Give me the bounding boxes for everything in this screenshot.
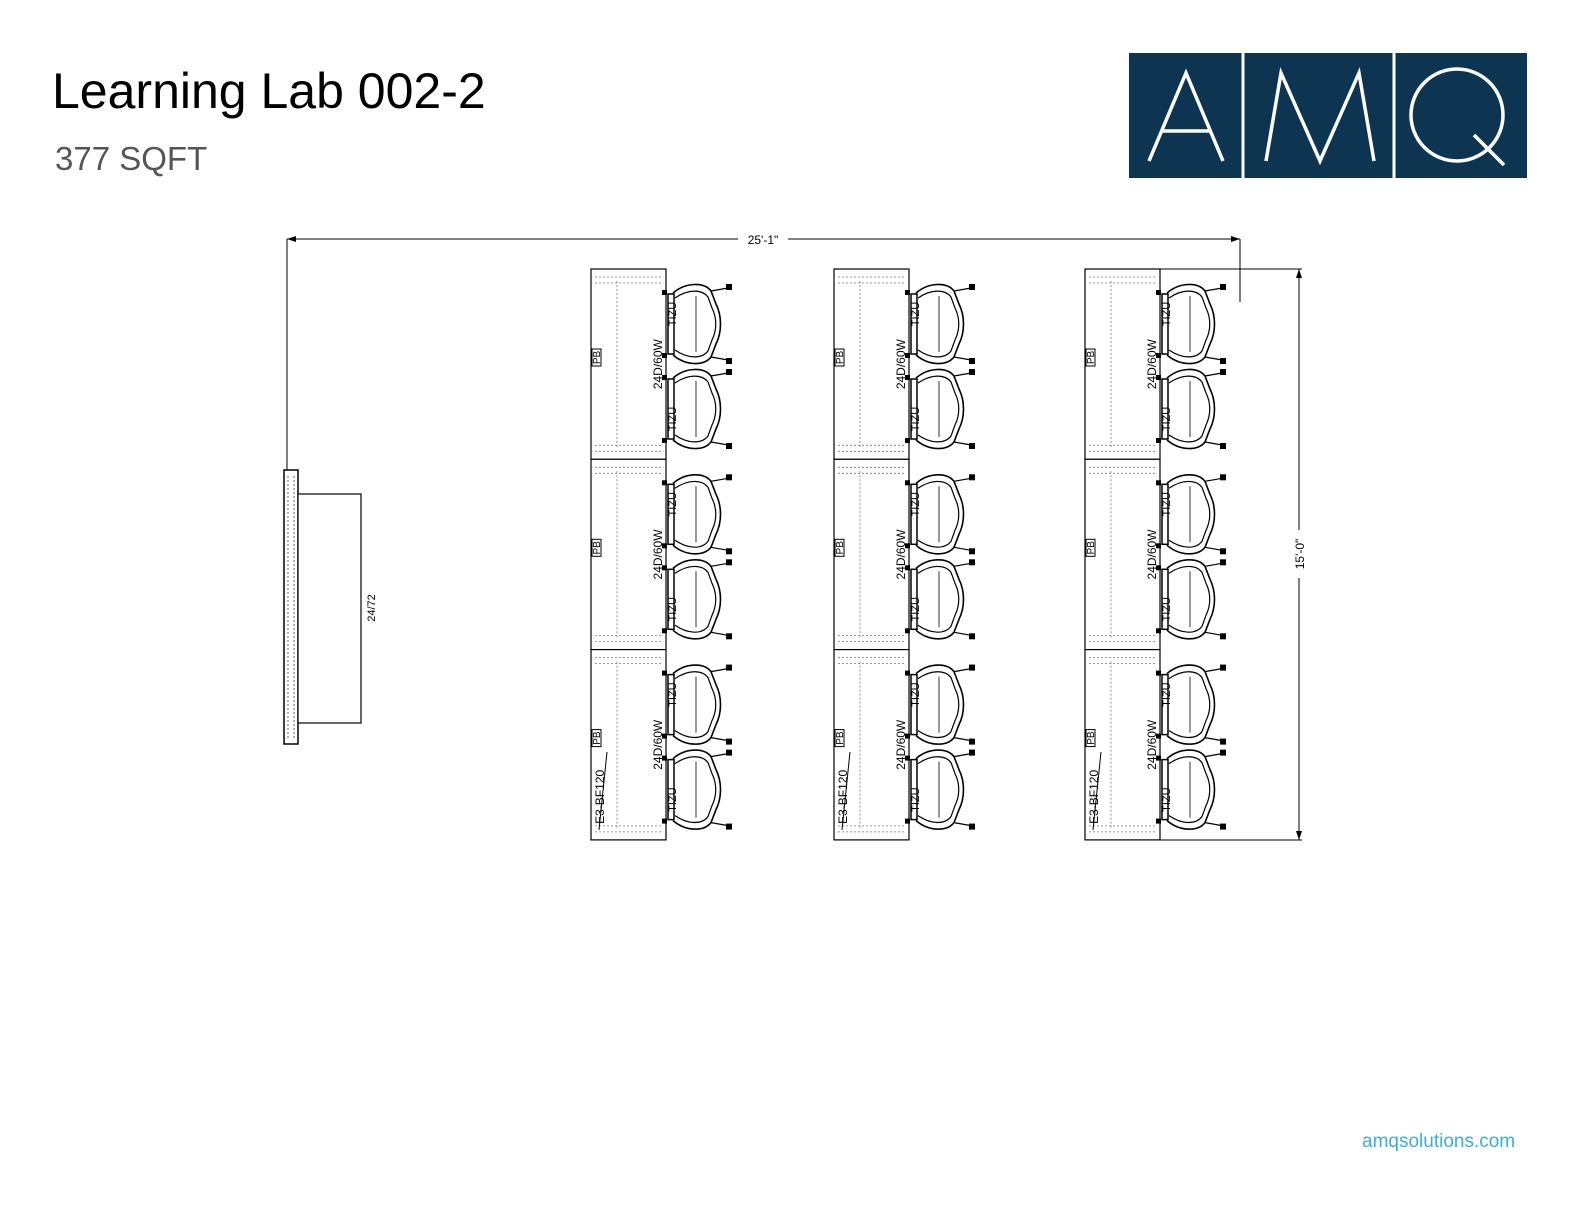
chair[interactable]: TIZU xyxy=(1155,368,1227,450)
table-size-label: 24D/60W xyxy=(1145,719,1159,770)
chair-model-label: TIZU xyxy=(667,407,679,431)
chair-model-label: TIZU xyxy=(1161,302,1173,326)
chair-model-label: TIZU xyxy=(667,787,679,811)
chair-model-label: TIZU xyxy=(910,492,922,516)
chair[interactable]: TIZU xyxy=(904,663,976,746)
base-label-group: E3-BF120 xyxy=(593,751,608,830)
base-label: E3-BF120 xyxy=(836,770,850,824)
chair-model-label: TIZU xyxy=(910,787,922,811)
chair[interactable]: TIZU xyxy=(904,368,976,450)
power-box-label: PB xyxy=(1086,541,1097,555)
training-table[interactable]: PB 24D/60W xyxy=(1084,268,1161,460)
chair[interactable]: TIZU xyxy=(1155,558,1227,641)
table-size-label: 24D/60W xyxy=(651,338,665,389)
logo-letter-q xyxy=(1409,67,1505,163)
training-table[interactable]: PB 24D/60W xyxy=(590,458,667,651)
chair[interactable]: TIZU xyxy=(661,368,733,450)
power-box-label: PB xyxy=(592,541,603,555)
chair-model-label: TIZU xyxy=(667,492,679,516)
base-label: E3-BF120 xyxy=(1087,770,1101,824)
chair-model-label: TIZU xyxy=(667,597,679,621)
chair[interactable]: TIZU xyxy=(661,558,733,641)
training-table[interactable]: PB 24D/60W xyxy=(833,268,910,460)
chair-model-label: TIZU xyxy=(910,407,922,431)
logo-letter-a xyxy=(1147,68,1225,162)
power-box: PB xyxy=(591,538,603,557)
chair-model-label: TIZU xyxy=(1161,407,1173,431)
training-table[interactable]: PB 24D/60W xyxy=(1084,458,1161,651)
chair-model-label: TIZU xyxy=(667,682,679,706)
training-table[interactable]: PB 24D/60W xyxy=(833,648,910,841)
presenter-table: 24/72 xyxy=(283,469,378,745)
page-title: Learning Lab 002-2 xyxy=(52,63,486,119)
power-box: PB xyxy=(834,538,846,557)
chair[interactable]: TIZU xyxy=(904,748,976,831)
table-size-label: 24D/60W xyxy=(1145,338,1159,389)
chair-model-label: TIZU xyxy=(910,302,922,326)
room-area: 377 SQFT xyxy=(55,140,208,177)
chair[interactable]: TIZU xyxy=(661,748,733,831)
amq-logo xyxy=(1129,53,1527,178)
training-table[interactable]: PB 24D/60W xyxy=(1084,648,1161,841)
table-size-label: 24D/60W xyxy=(894,338,908,389)
width-dimension: 25'-1" xyxy=(286,230,1241,470)
chair[interactable]: TIZU xyxy=(904,283,976,365)
logo-letter-m xyxy=(1264,66,1376,166)
power-box-label: PB xyxy=(1086,731,1097,745)
table-size-label: 24D/60W xyxy=(651,719,665,770)
chair-model-label: TIZU xyxy=(910,682,922,706)
chair[interactable]: TIZU xyxy=(1155,283,1227,365)
power-box-label: PB xyxy=(835,541,846,555)
logo-letter-q-tail xyxy=(1472,133,1506,167)
chair-model-label: TIZU xyxy=(1161,492,1173,516)
chair-model-label: TIZU xyxy=(1161,787,1173,811)
depth-dimension-label: 15'-0" xyxy=(1293,539,1307,570)
base-label: E3-BF120 xyxy=(593,770,607,824)
power-box: PB xyxy=(834,348,846,367)
logo-background xyxy=(1129,53,1527,178)
chair[interactable]: TIZU xyxy=(661,283,733,365)
chair-model-label: TIZU xyxy=(1161,597,1173,621)
power-box: PB xyxy=(834,729,846,748)
chair[interactable]: TIZU xyxy=(661,663,733,746)
training-table[interactable]: PB 24D/60W xyxy=(590,268,667,460)
base-label-group: E3-BF120 xyxy=(1087,751,1102,830)
chair-model-label: TIZU xyxy=(667,302,679,326)
chair[interactable]: TIZU xyxy=(1155,748,1227,831)
table-size-label: 24D/60W xyxy=(894,719,908,770)
power-box: PB xyxy=(1085,538,1097,557)
power-box: PB xyxy=(591,348,603,367)
power-box: PB xyxy=(591,729,603,748)
depth-dimension: 15'-0" xyxy=(1160,268,1307,841)
presenter-table-label: 24/72 xyxy=(366,594,378,622)
power-box-label: PB xyxy=(835,351,846,365)
base-label-group: E3-BF120 xyxy=(836,751,851,830)
power-box-label: PB xyxy=(835,731,846,745)
chair-model-label: TIZU xyxy=(910,597,922,621)
table-size-label: 24D/60W xyxy=(894,529,908,580)
chair-model-label: TIZU xyxy=(1161,682,1173,706)
power-box-label: PB xyxy=(592,731,603,745)
table-size-label: 24D/60W xyxy=(1145,529,1159,580)
power-box-label: PB xyxy=(1086,351,1097,365)
training-table[interactable]: PB 24D/60W xyxy=(833,458,910,651)
table-size-label: 24D/60W xyxy=(651,529,665,580)
chair[interactable]: TIZU xyxy=(904,558,976,641)
training-table[interactable]: PB 24D/60W xyxy=(590,648,667,841)
chair[interactable]: TIZU xyxy=(1155,663,1227,746)
chair[interactable]: TIZU xyxy=(661,473,733,556)
chair[interactable]: TIZU xyxy=(904,473,976,556)
power-box: PB xyxy=(1085,348,1097,367)
power-box-label: PB xyxy=(592,351,603,365)
power-box: PB xyxy=(1085,729,1097,748)
chair[interactable]: TIZU xyxy=(1155,473,1227,556)
website-link[interactable]: amqsolutions.com xyxy=(1362,1131,1516,1152)
width-dimension-label: 25'-1" xyxy=(748,233,779,247)
